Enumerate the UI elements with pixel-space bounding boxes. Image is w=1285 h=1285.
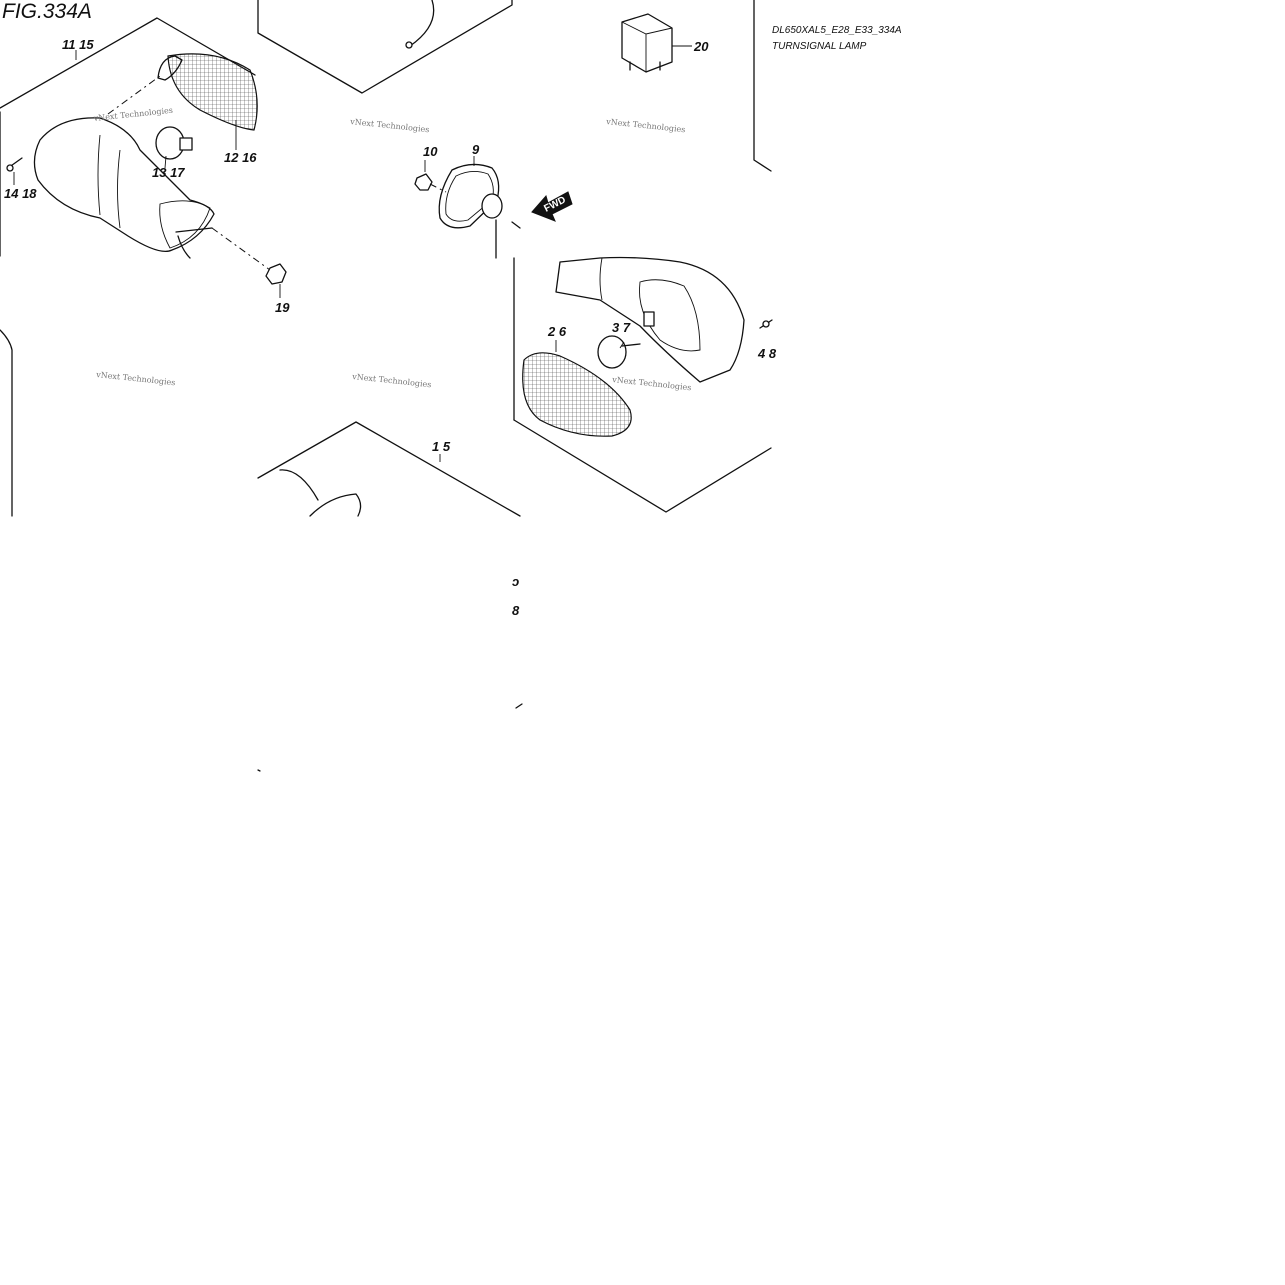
callout-10: 10 xyxy=(423,144,438,159)
housing-11-15 xyxy=(33,117,215,253)
housing-seam xyxy=(97,134,101,216)
watermark-2: vNext Technologies xyxy=(349,117,430,134)
hose-end xyxy=(405,41,413,49)
stray-dot xyxy=(257,769,261,772)
centerline-lens xyxy=(107,75,161,115)
callout-14-18: 14 18 xyxy=(4,186,37,201)
bracket-edge xyxy=(309,493,362,517)
bulb-base xyxy=(621,343,641,347)
panel-bottom-middle xyxy=(257,421,521,517)
relay-pins xyxy=(629,61,661,71)
bracket-stem xyxy=(495,219,521,259)
leader-13-17 xyxy=(164,155,167,169)
callout-1-5: 1 5 xyxy=(432,439,451,454)
fwd-arrow: FWD xyxy=(531,191,573,222)
watermark-1: vNext Technologies xyxy=(92,106,173,123)
bulb-base xyxy=(179,137,193,151)
housing-end xyxy=(159,200,211,249)
callout-13-17: 13 17 xyxy=(152,165,185,180)
hose xyxy=(409,0,435,47)
panel-edge xyxy=(0,329,13,517)
watermark-5: vNext Technologies xyxy=(351,372,432,389)
housing-seam-2 xyxy=(117,149,121,229)
centerline-nut xyxy=(429,183,447,193)
right-panel-edge xyxy=(753,0,772,172)
panel-top-middle xyxy=(257,0,513,94)
callout-4-8: 4 8 xyxy=(757,346,777,361)
panel-outline-top xyxy=(0,17,256,109)
centerline-rear xyxy=(211,227,271,271)
nut-10 xyxy=(414,173,433,191)
fragment-glyph-2: 8 xyxy=(512,603,520,618)
screw-head xyxy=(762,320,770,328)
bracket-inner xyxy=(445,171,494,222)
panel-outline xyxy=(257,421,521,517)
leader-3-7 xyxy=(619,341,625,349)
panel-front-right xyxy=(513,256,773,513)
screw-head xyxy=(6,164,14,172)
panel-outline xyxy=(257,0,513,94)
callout-19: 19 xyxy=(275,300,290,315)
panel-outline-bottom xyxy=(513,419,772,513)
lens-2-6 xyxy=(522,352,632,437)
bracket-group xyxy=(414,156,521,259)
panel-left-middle xyxy=(0,329,13,517)
callout-12-16: 12 16 xyxy=(224,150,257,165)
hose xyxy=(279,469,319,501)
fwd-arrow-shape xyxy=(531,191,573,222)
callout-2-6: 2 6 xyxy=(547,324,567,339)
callout-20: 20 xyxy=(693,39,709,54)
diagram-name: TURNSIGNAL LAMP xyxy=(772,41,867,52)
grommet-tube xyxy=(481,193,503,219)
watermark-3: vNext Technologies xyxy=(605,117,686,134)
housing-seam xyxy=(599,257,603,301)
nut-19 xyxy=(265,263,287,285)
callout-3-7: 3 7 xyxy=(612,320,631,335)
bulb-3-7 xyxy=(597,335,627,369)
wire xyxy=(177,235,191,259)
callout-11-15: 11 15 xyxy=(62,37,94,52)
relay-20 xyxy=(621,13,692,73)
stray-mark xyxy=(515,703,523,709)
fragment-glyph-1: ͻ xyxy=(512,574,519,589)
watermark-6: vNext Technologies xyxy=(611,375,692,392)
diagram-code: DL650XAL5_E28_E33_334A xyxy=(772,25,902,36)
lens-nozzle xyxy=(157,55,183,81)
stud xyxy=(175,227,213,233)
lens-12-16 xyxy=(167,53,258,131)
socket xyxy=(643,311,655,327)
relay-edges xyxy=(621,21,673,72)
watermark-4: vNext Technologies xyxy=(95,370,176,387)
panel-rear-left xyxy=(0,17,287,298)
figure-title: FIG.334A xyxy=(2,0,92,23)
callout-9: 9 xyxy=(472,142,480,157)
